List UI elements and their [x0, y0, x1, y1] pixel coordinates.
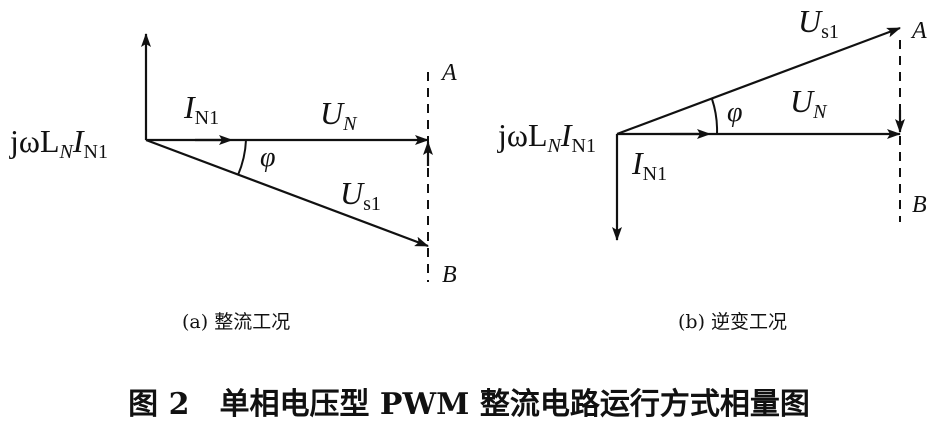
- panel-a-point-a: A: [440, 60, 457, 86]
- panel-b-caption: (b) 逆变工况: [678, 311, 787, 333]
- figure-title: 图 2 单相电压型 PWM 整流电路运行方式相量图: [128, 387, 810, 422]
- panel-a-phi-label: φ: [260, 142, 276, 173]
- panel-b-jwl-label: jωLNIN1: [497, 117, 596, 157]
- panel-b-phi-label: φ: [727, 97, 743, 128]
- panel-a-in1-label: IN1: [183, 89, 219, 129]
- panel-b-phi-arc: [711, 98, 719, 135]
- panel-a-us1-phasor: [145, 138, 429, 248]
- panel-a-us1-label: Us1: [340, 175, 381, 215]
- panel-a-un-label: UN: [320, 95, 358, 135]
- panel-b-point-a: A: [910, 18, 927, 44]
- panel-a-jwl-label: jωLNIN1: [9, 123, 108, 163]
- panel-a-rectifier: jωLNIN1 IN1 UN φ Us1 A B (a) 整流工况: [9, 33, 457, 333]
- panel-b-in1-label: IN1: [631, 145, 667, 185]
- panel-b-us1-phasor: [616, 26, 901, 136]
- panel-a-caption: (a) 整流工况: [182, 311, 290, 333]
- panel-b-point-b: B: [912, 192, 927, 218]
- panel-b-un-label: UN: [790, 83, 828, 123]
- panel-b-us1-label: Us1: [798, 3, 839, 43]
- panel-a-phi-arc: [237, 139, 247, 176]
- panel-a-point-b: B: [442, 262, 457, 288]
- panel-b-inverter: jωLNIN1 IN1 UN φ Us1 A B (b) 逆变工况: [497, 3, 927, 333]
